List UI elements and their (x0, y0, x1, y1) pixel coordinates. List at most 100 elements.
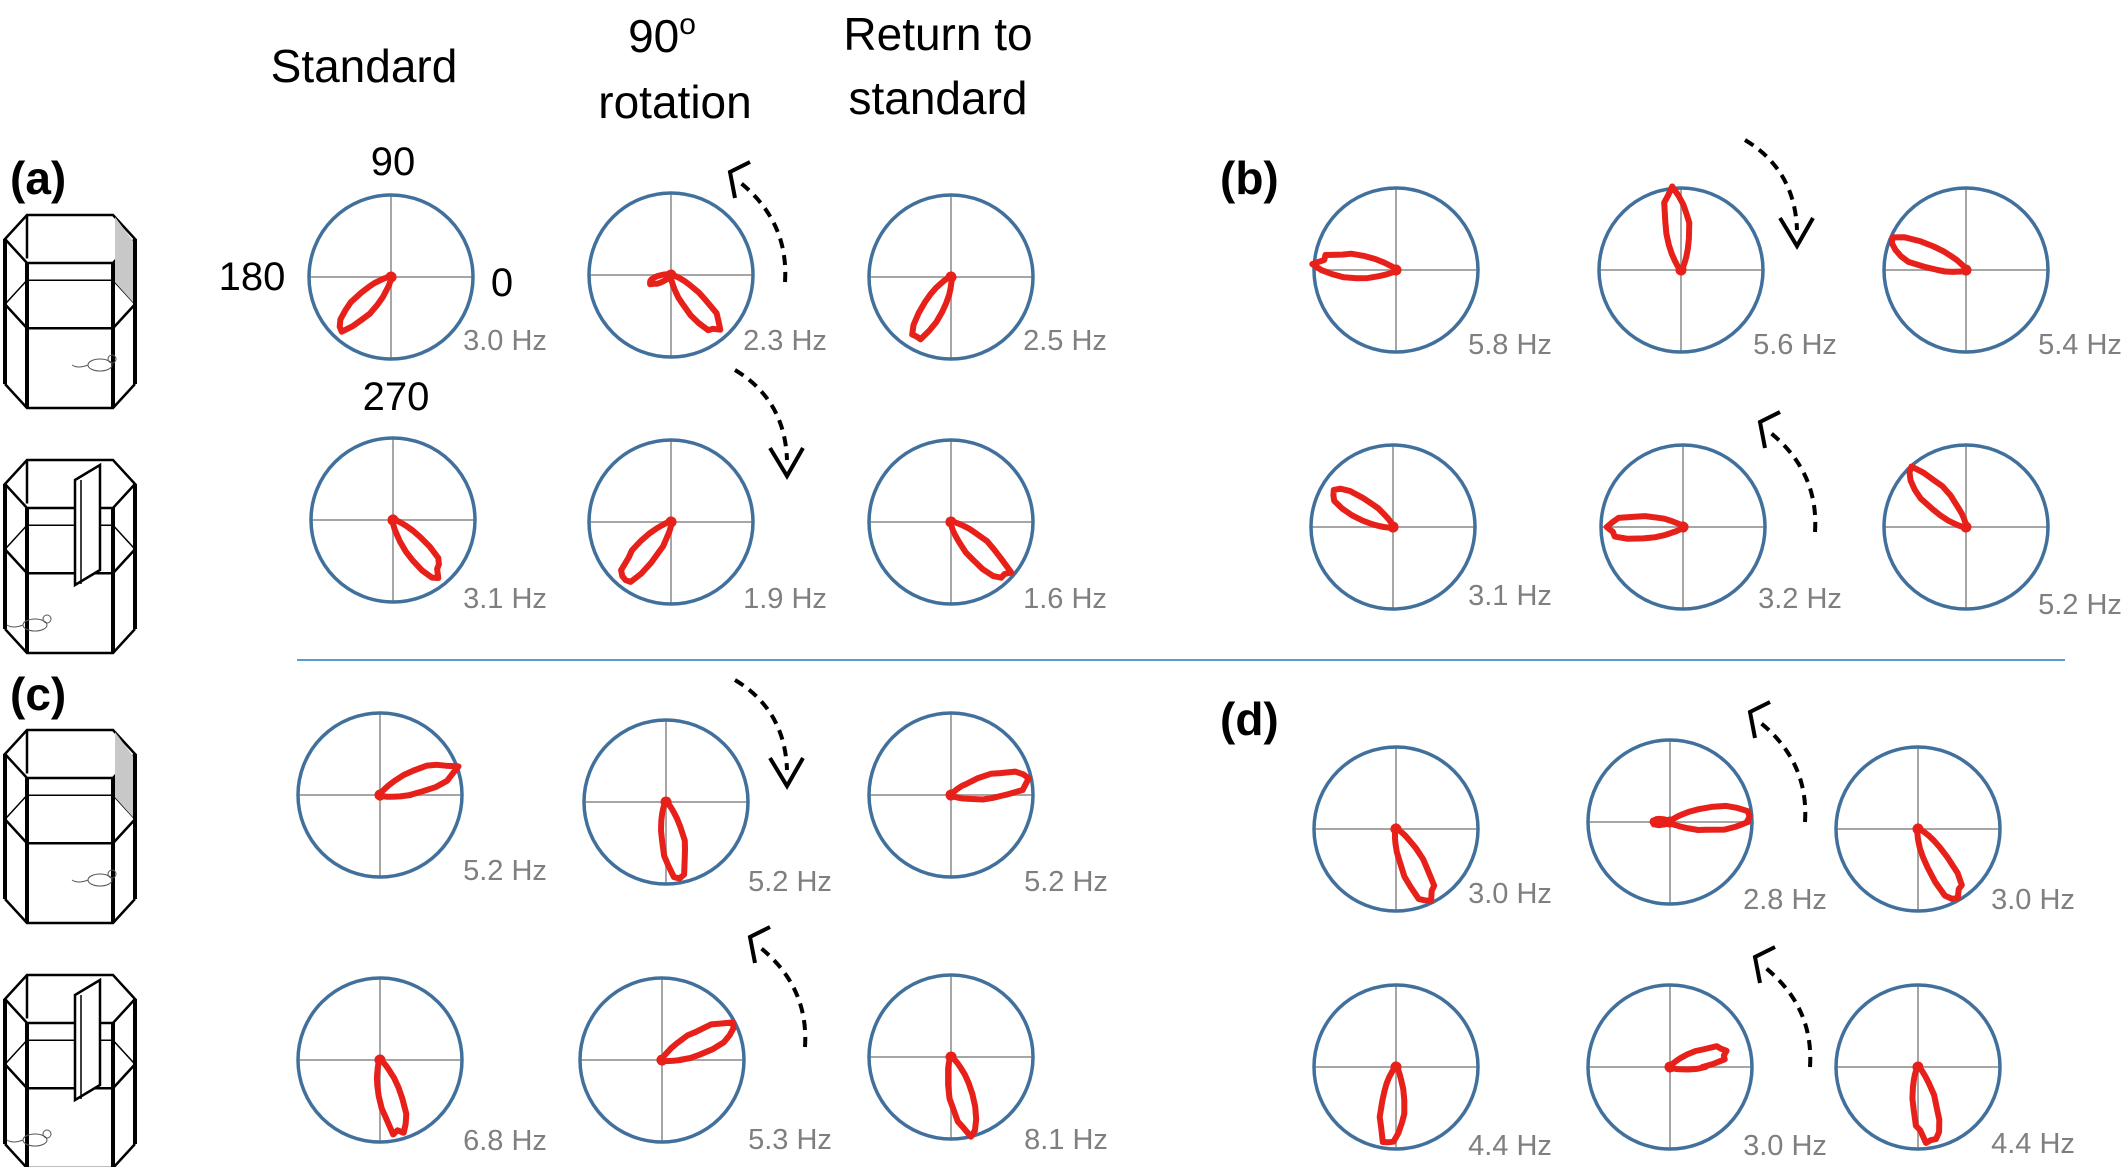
rat-tail (71, 364, 89, 368)
firing-rate-trace (1906, 463, 1972, 533)
rat-tail (6, 1139, 24, 1143)
octagonal-arena-with-wall-icon (3, 458, 137, 655)
polar-circle (1309, 443, 1477, 611)
arena-mid-ring-back (4, 279, 136, 305)
arena-mid-ring (4, 818, 136, 845)
arrow-shaft (733, 678, 789, 771)
rat-icon (71, 869, 117, 887)
angle-label-270: 270 (363, 375, 430, 419)
arrow-head (768, 446, 805, 480)
polar-circle (1312, 983, 1480, 1151)
arena-mid-ring (4, 1063, 136, 1090)
polar-plot-d2-ret: 4.4 Hz (1834, 983, 2075, 1160)
firing-rate-trace (1661, 183, 1693, 276)
polar-plot-a1-rot: 2.3 Hz (587, 191, 827, 359)
rat-head (42, 1129, 52, 1139)
peak-rate-label: 3.0 Hz (1743, 1130, 1827, 1162)
polar-circle (867, 973, 1035, 1141)
peak-rate-label: 5.8 Hz (1468, 329, 1552, 361)
header-rotation-sup: o (679, 8, 696, 41)
angle-label-180: 180 (219, 255, 286, 299)
peak-rate-label: 5.6 Hz (1753, 329, 1837, 361)
polar-circle (1312, 745, 1480, 913)
octagonal-arena-with-cue-card-icon (3, 728, 137, 925)
firing-rate-trace (945, 1051, 980, 1140)
peak-rate-label: 1.9 Hz (743, 583, 827, 615)
peak-rate-label: 5.2 Hz (1024, 866, 1108, 898)
angle-label-0: 0 (491, 261, 513, 305)
peak-rate-label: 4.4 Hz (1468, 1130, 1552, 1162)
peak-rate-label: 3.0 Hz (463, 325, 547, 357)
polar-circle (867, 438, 1035, 606)
arrow-head (727, 160, 751, 199)
polar-plot-c1-std: 5.2 Hz (296, 711, 547, 887)
firing-rate-trace (945, 516, 1015, 581)
firing-rate-trace (647, 269, 724, 334)
polar-circle (587, 191, 755, 359)
angle-label-90: 90 (371, 140, 416, 184)
polar-circle (1586, 983, 1754, 1151)
firing-rate-trace (658, 796, 688, 882)
arrow-head (1752, 945, 1776, 984)
firing-rate-trace (373, 1054, 410, 1138)
rat-icon (71, 354, 117, 372)
arrow-head (1747, 700, 1771, 739)
polar-plot-d2-std: 4.4 Hz (1312, 983, 1552, 1162)
inserted-wall (73, 462, 102, 588)
dashed-rotation-arrow-icon (747, 925, 808, 1048)
peak-rate-label: 3.2 Hz (1758, 583, 1842, 615)
polar-plot-d1-rot: 2.8 Hz (1586, 738, 1827, 916)
peak-rate-label: 2.5 Hz (1023, 325, 1107, 357)
polar-plots: 3.0 Hz 2.3 Hz 2.5 Hz 3.1 Hz 1.9 Hz 1.6 Hz 5.8 … (296, 183, 2122, 1162)
firing-rate-trace (1664, 1043, 1730, 1073)
firing-rate-trace (909, 271, 957, 343)
polar-circle (309, 436, 477, 604)
peak-rate-label: 2.3 Hz (743, 325, 827, 357)
firing-rate-trace (656, 1019, 737, 1066)
polar-plot-c1-rot: 5.2 Hz (582, 718, 832, 898)
polar-plot-c2-std: 6.8 Hz (296, 976, 547, 1157)
firing-rate-trace (1390, 823, 1438, 904)
cue-card (115, 217, 133, 303)
firing-rate-trace (945, 768, 1032, 803)
polar-circle (1312, 186, 1480, 354)
polar-plot-b2-ret: 5.2 Hz (1882, 443, 2122, 621)
arena-bottom (4, 383, 136, 410)
header-rotation-deg: 90 (628, 10, 679, 62)
header-return-line2: standard (848, 72, 1027, 124)
arena-mid-ring-back (4, 794, 136, 820)
polar-plot-a2-ret: 1.6 Hz (867, 438, 1107, 615)
panel-label-c: (c) (10, 668, 66, 720)
header-rotation-line1: 90o (628, 8, 696, 62)
polar-plot-c2-ret: 8.1 Hz (867, 973, 1108, 1156)
firing-rate-trace (1912, 823, 1965, 902)
firing-rate-trace (387, 514, 442, 581)
arena-bottom (4, 628, 136, 655)
polar-plot-d1-std: 3.0 Hz (1312, 745, 1552, 913)
arena-mid-ring (4, 548, 136, 575)
peak-rate-label: 3.0 Hz (1468, 878, 1552, 910)
rat-tail (6, 624, 24, 628)
rat-tail (71, 879, 89, 883)
polar-plot-d1-ret: 3.0 Hz (1834, 745, 2075, 916)
arrow-shaft (755, 943, 808, 1048)
polar-circle (587, 438, 755, 606)
polar-circle (867, 711, 1035, 879)
cue-card (115, 732, 133, 818)
polar-plot-b2-std: 3.1 Hz (1309, 443, 1552, 612)
arena-bottom (4, 898, 136, 925)
polar-circle (1834, 745, 2002, 913)
polar-circle (296, 976, 464, 1144)
peak-rate-label: 8.1 Hz (1024, 1124, 1108, 1156)
dashed-rotation-arrow-icon (1752, 945, 1813, 1068)
peak-rate-label: 5.3 Hz (748, 1124, 832, 1156)
arrow-shaft (735, 178, 788, 283)
peak-rate-label: 2.8 Hz (1743, 884, 1827, 916)
rat-head (107, 354, 117, 364)
arrow-head (1757, 410, 1781, 449)
arrow-head (768, 756, 805, 790)
arrow-shaft (1765, 428, 1818, 533)
firing-rate-trace (1376, 1061, 1408, 1146)
dashed-rotation-arrow-icon (727, 160, 788, 283)
